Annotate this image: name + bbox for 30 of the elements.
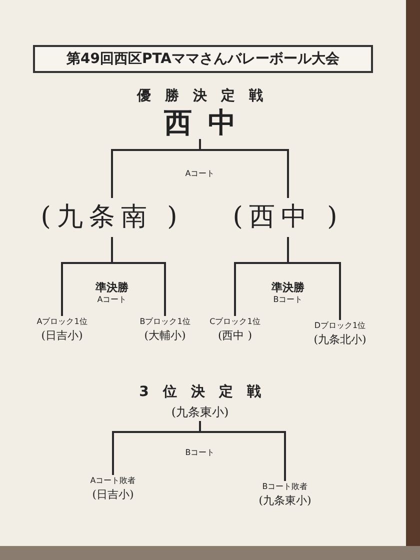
title-box <box>33 45 373 73</box>
team-handwriting: (九条東小) <box>258 493 312 509</box>
slot-label: Dブロック1位 <box>314 320 366 332</box>
court-label: Bコート <box>185 447 215 459</box>
court-label: Bコート <box>273 294 303 306</box>
slot-label: Aブロック1位 <box>36 316 88 328</box>
round-heading: 優勝決定戦 <box>136 86 277 106</box>
team-handwriting: (大輔小) <box>144 328 186 344</box>
bracket-line <box>199 139 289 198</box>
bracket-line <box>199 421 286 481</box>
winner-handwriting: 西中 <box>163 107 252 139</box>
team-handwriting: (日吉小) <box>41 328 83 344</box>
team-handwriting: (西中 ) <box>218 328 252 344</box>
round-heading: 3位決定戦 <box>138 382 275 402</box>
court-label: Aコート <box>185 168 215 180</box>
bracket-line <box>111 237 166 316</box>
slot-label: Bブロック1位 <box>140 316 190 328</box>
court-label: Aコート <box>97 294 127 306</box>
round-label: 準決勝 <box>272 280 304 296</box>
team-handwriting: (西中 ) <box>232 201 344 234</box>
team-handwriting: (日吉小) <box>92 487 134 503</box>
team-handwriting: (九条東小) <box>171 404 229 421</box>
title-text: 第49回西区PTAママさんバレーボール大会 <box>66 50 340 68</box>
slot-label: Cブロック1位 <box>210 316 260 328</box>
bracket-line <box>287 237 341 320</box>
slot-label: Bコート敗者 <box>262 481 308 493</box>
team-handwriting: (九条北小) <box>314 332 366 348</box>
slot-label: Aコート敗者 <box>90 475 136 487</box>
round-label: 準決勝 <box>96 280 128 296</box>
team-handwriting: (九条南 ) <box>40 201 184 234</box>
